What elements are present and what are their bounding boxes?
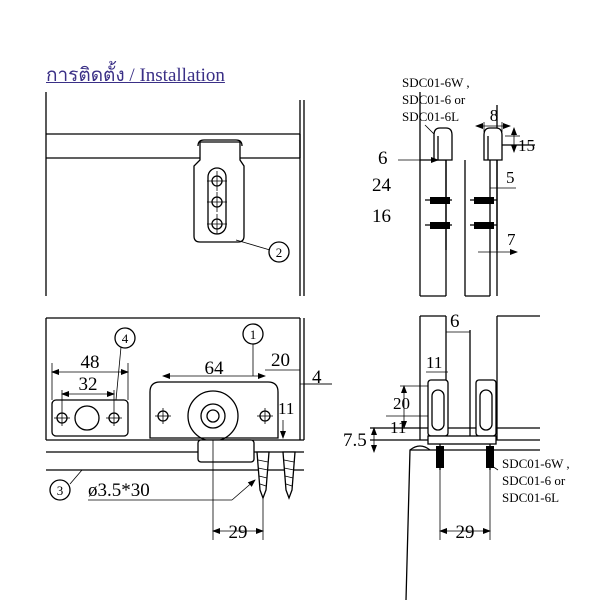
dim-20-right: 20 [393,394,410,413]
dim-64: 64 [205,358,225,379]
hole-marker [207,192,227,212]
callout-2 [268,241,290,263]
dim-6-top: 6 [378,148,388,169]
callout-3-label: 3 [57,483,64,498]
dim-6-bottom: 6 [450,311,460,332]
dim-24: 24 [372,175,392,196]
callout-1-label: 1 [250,327,257,342]
dim-16: 16 [372,206,391,227]
dim-29-right: 29 [456,522,475,543]
model-label-line3-bottom: SDC01-6L [502,490,559,505]
screw-icon [256,451,270,500]
callout-3 [49,479,71,501]
model-label-line1: SDC01-6W , [402,75,470,90]
model-label-line2-bottom: SDC01-6 or [502,473,566,488]
callout-2-label: 2 [276,245,283,260]
bottom-left-view: 48 32 4 64 1 [45,317,332,543]
callout-4 [114,327,136,349]
top-right-view: SDC01-6W , SDC01-6 or SDC01-6L [372,75,535,297]
dim-5: 5 [506,168,515,187]
top-left-view: 2 [45,92,305,296]
screw-spec: ø3.5*30 [88,480,150,501]
page-title: การติดตั้ง / Installation [46,65,225,86]
model-label-line2: SDC01-6 or [402,92,466,107]
hole-marker [155,408,171,424]
hole-marker [207,171,227,191]
dim-8: 8 [490,106,499,125]
model-label-line3: SDC01-6L [402,109,459,124]
dim-11-right: 11 [390,418,406,437]
dim-29-left: 29 [229,522,248,543]
hole-marker [106,410,122,426]
dim-20-left: 20 [271,350,290,371]
bottom-right-view: SDC01-6W , SDC01-6 or SDC01-6L 6 11 20 1… [343,311,570,601]
dim-4: 4 [312,367,322,388]
screw-icon [470,197,497,204]
hole-marker [54,410,70,426]
screw-icon [425,197,452,204]
dim-15: 15 [518,136,535,155]
dim-11-left: 11 [278,399,294,418]
dim-48: 48 [81,352,100,373]
dim-7: 7 [507,230,516,249]
dim-11-right-top: 11 [426,353,442,372]
screw-icon [470,222,497,229]
dim-32: 32 [79,374,98,395]
screw-icon [486,444,494,470]
callout-4-label: 4 [122,331,129,346]
dim-7-5: 7.5 [343,430,367,451]
screw-icon [425,222,452,229]
model-label-line1-bottom: SDC01-6W , [502,456,570,471]
hole-marker [207,214,227,234]
hole-marker [257,408,273,424]
screw-icon [282,451,296,500]
screw-icon [436,444,444,470]
